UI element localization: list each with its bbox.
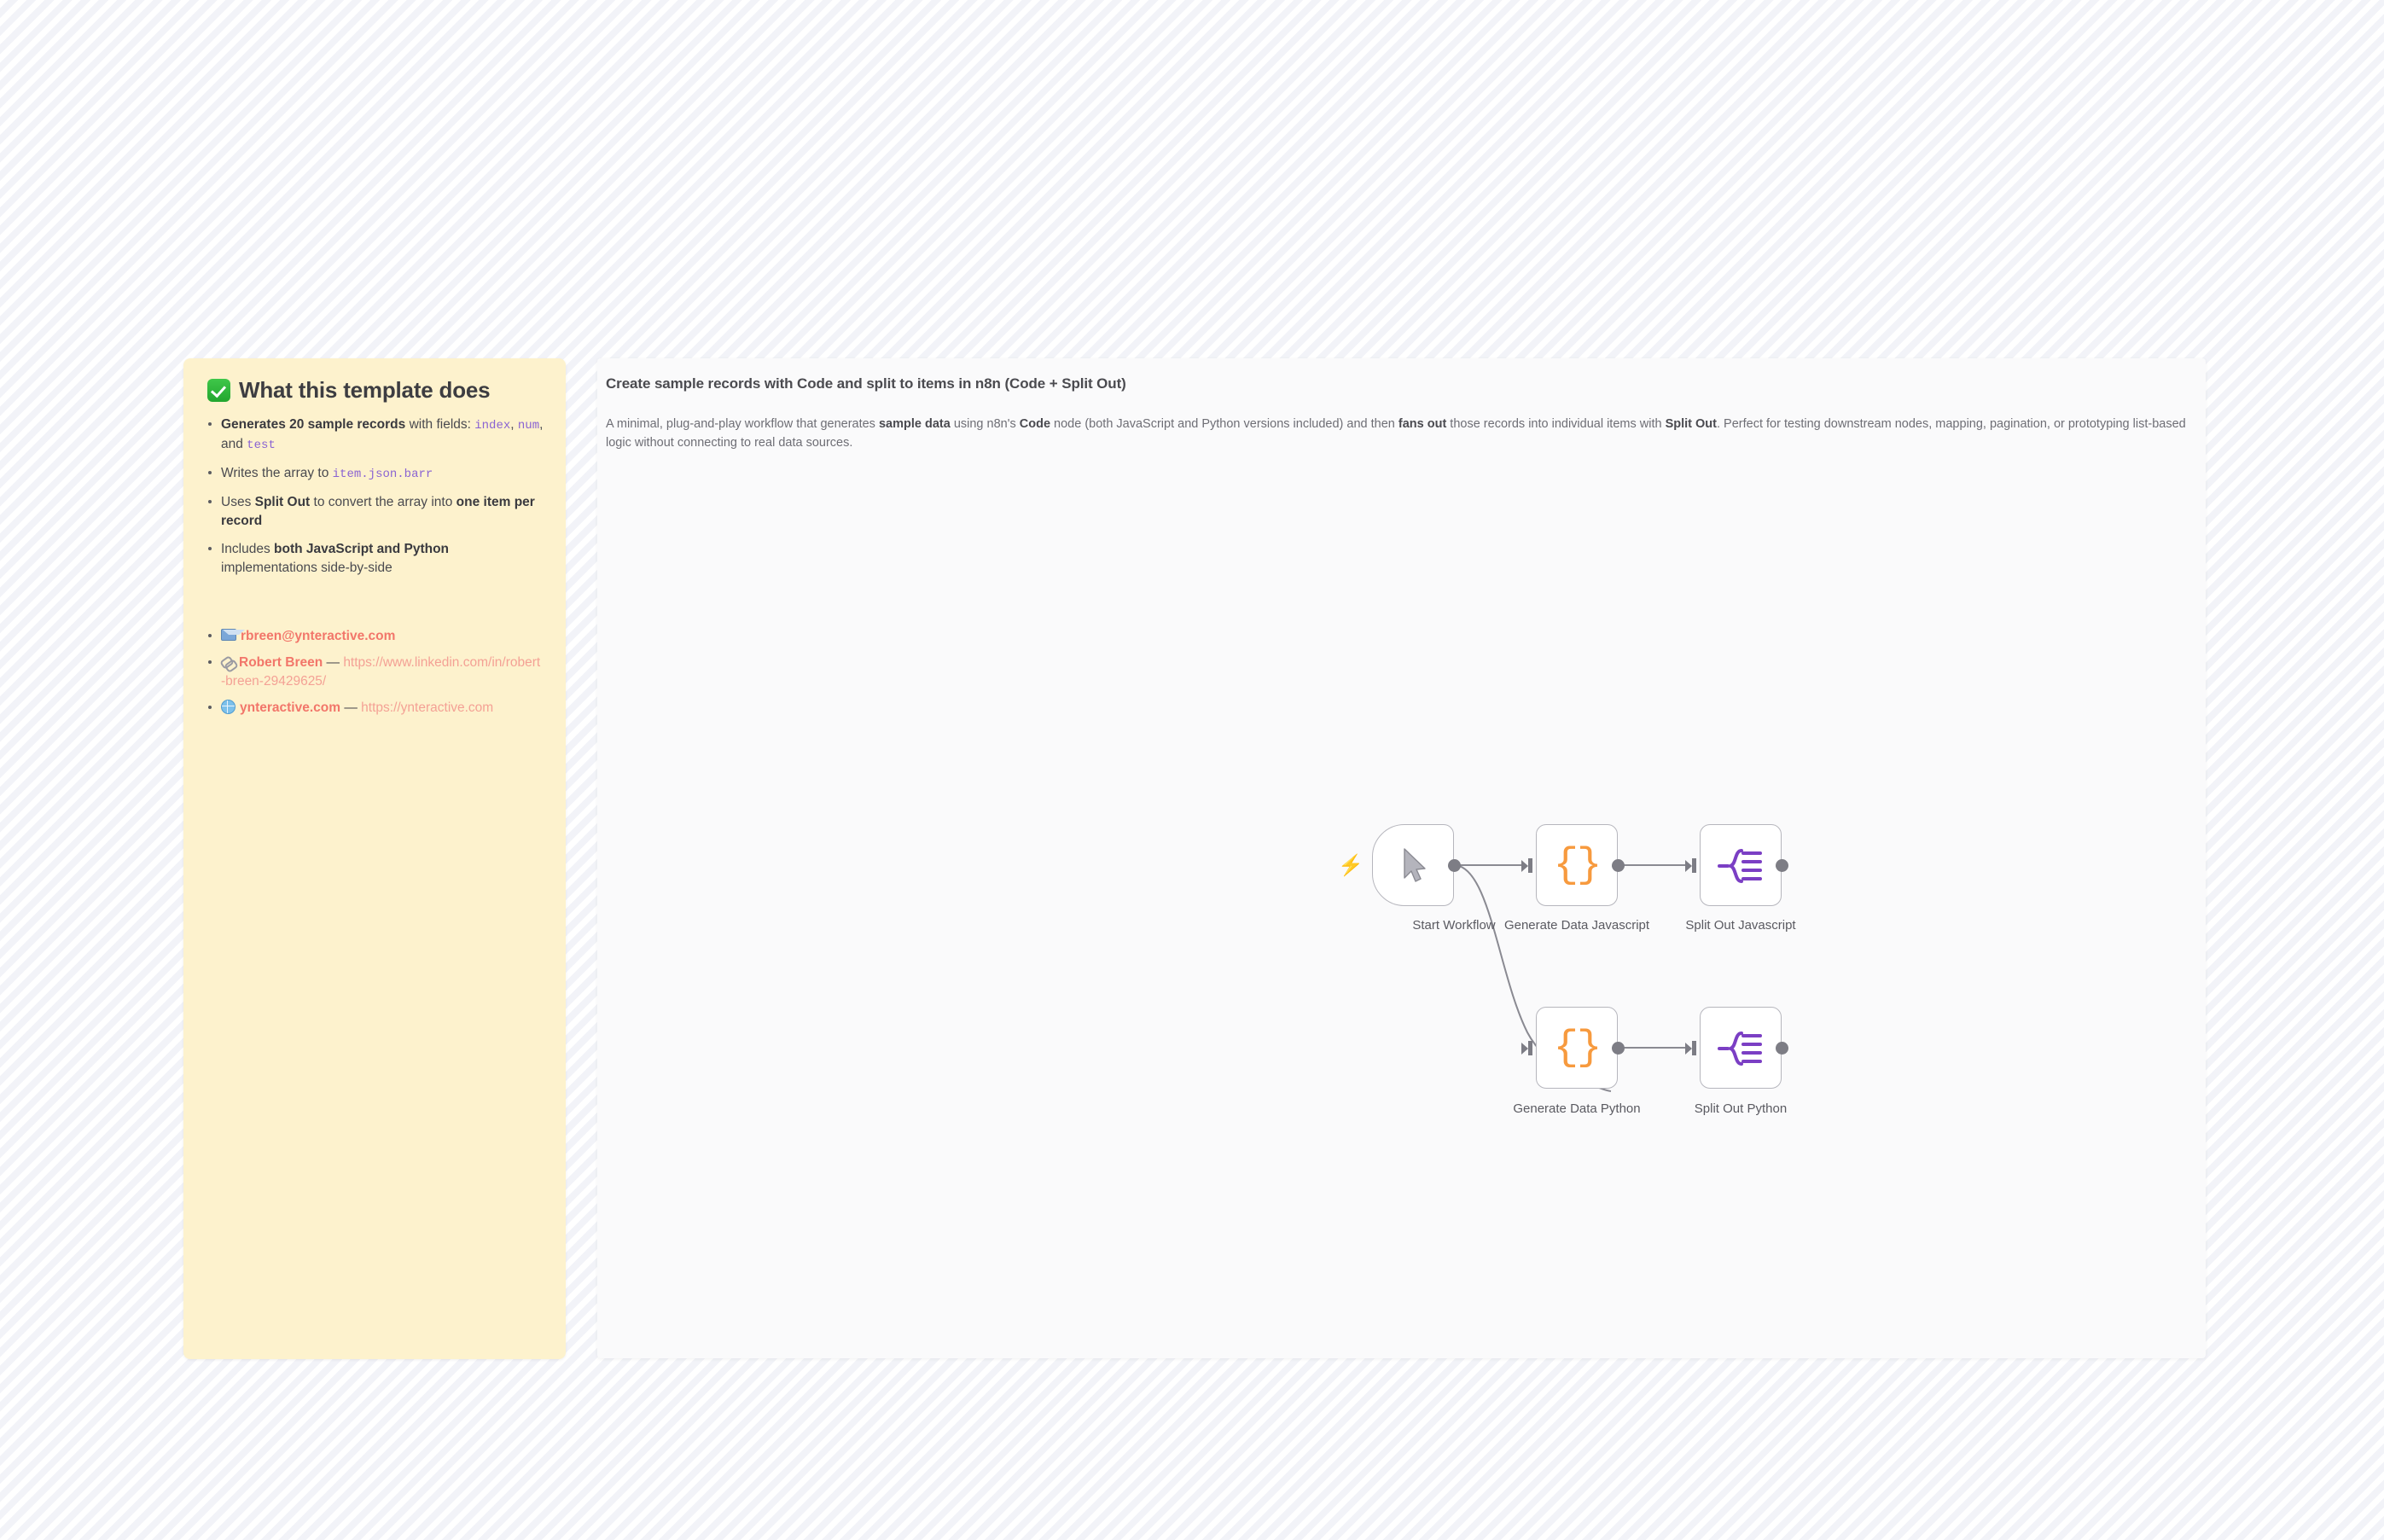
list-item: Generates 20 sample records with fields:… (206, 416, 544, 455)
text-run: those records into individual items with (1446, 417, 1666, 431)
node-label-split-out-javascript: Split Out Javascript (1685, 918, 1796, 933)
contact-link-label[interactable]: ynteractive.com (240, 700, 341, 715)
inline-code: test (247, 438, 276, 452)
text-run: node (both JavaScript and Python version… (1050, 417, 1398, 431)
list-item: Writes the array to item.json.barr (206, 464, 544, 484)
split-out-icon (1718, 847, 1765, 889)
port-in-generate-data-python[interactable] (1521, 1041, 1533, 1055)
node-label-generate-data-javascript: Generate Data Javascript (1503, 918, 1650, 933)
separator: — (340, 700, 362, 715)
text-run: Uses (221, 494, 255, 509)
check-mark-button-icon (207, 379, 230, 402)
port-in-split-out-javascript[interactable] (1685, 858, 1697, 873)
text-run: one item per record (221, 494, 535, 528)
port-in-generate-data-javascript[interactable] (1521, 858, 1533, 873)
port-out-start-workflow[interactable] (1448, 859, 1461, 872)
text-run: , (510, 417, 518, 432)
email-icon (221, 628, 245, 641)
node-generate-data-javascript[interactable]: {} (1536, 824, 1618, 906)
list-item: rbreen@ynteractive.com (206, 627, 544, 646)
text-run: A minimal, plug-and-play workflow that g… (606, 417, 879, 431)
text-run: Generates 20 sample records (221, 417, 406, 432)
code-braces-icon: {} (1553, 1023, 1602, 1072)
list-item: Robert Breen — https://www.linkedin.com/… (206, 654, 544, 691)
link-icon (221, 657, 235, 668)
node-split-out-python[interactable] (1700, 1007, 1782, 1089)
text-run: to convert the array into (310, 494, 456, 509)
text-run: Includes (221, 541, 275, 556)
workflow-description: A minimal, plug-and-play workflow that g… (606, 415, 2195, 452)
node-label-split-out-python: Split Out Python (1694, 1101, 1788, 1116)
node-label-generate-data-python: Generate Data Python (1513, 1101, 1641, 1116)
contact-link-url[interactable]: https://ynteractive.com (361, 700, 494, 715)
node-start-workflow[interactable] (1372, 824, 1454, 906)
port-out-generate-data-python[interactable] (1612, 1042, 1625, 1055)
text-run: , and (221, 417, 544, 451)
port-out-generate-data-javascript[interactable] (1612, 859, 1625, 872)
port-out-split-out-javascript[interactable] (1776, 859, 1788, 872)
text-run: with fields: (405, 417, 475, 432)
contact-link-url[interactable]: https://www.linkedin.com/in/robert-breen… (221, 654, 541, 689)
separator: — (323, 654, 344, 670)
contact-link-label[interactable]: Robert Breen (239, 654, 323, 670)
inline-code: item.json.barr (332, 467, 433, 481)
globe-icon (221, 699, 235, 714)
inline-code: index (474, 419, 511, 433)
text-run: Split Out (1665, 417, 1717, 431)
cursor-pointer-icon (1402, 847, 1427, 887)
text-run: Code (1019, 417, 1051, 431)
list-item: ynteractive.com — https://ynteractive.co… (206, 699, 544, 718)
list-item: Includes both JavaScript and Python impl… (206, 540, 544, 578)
port-in-split-out-python[interactable] (1685, 1041, 1697, 1055)
sticky-note[interactable]: What this template does Generates 20 sam… (183, 358, 566, 1359)
text-run: . Perfect for testing downstream nodes, … (606, 417, 2186, 450)
list-item: Uses Split Out to convert the array into… (206, 493, 544, 531)
port-out-split-out-python[interactable] (1776, 1042, 1788, 1055)
node-label-start-workflow: Start Workflow (1412, 918, 1496, 933)
node-split-out-javascript[interactable] (1700, 824, 1782, 906)
template-description-list: Generates 20 sample records with fields:… (206, 416, 544, 578)
node-generate-data-python[interactable]: {} (1536, 1007, 1618, 1089)
text-run: Writes the array to (221, 465, 333, 480)
text-run: both JavaScript and Python (274, 541, 450, 556)
inline-code: num (517, 419, 540, 433)
code-braces-icon: {} (1553, 840, 1602, 889)
text-run: using n8n's (950, 417, 1020, 431)
text-run: Split Out (254, 494, 311, 509)
text-run: implementations side-by-side (221, 560, 392, 575)
sticky-note-title: What this template does (239, 377, 491, 403)
text-run: fans out (1398, 417, 1447, 431)
split-out-icon (1718, 1030, 1765, 1072)
text-run: sample data (878, 417, 951, 431)
contact-link-label[interactable]: rbreen@ynteractive.com (241, 628, 396, 643)
workflow-title: Create sample records with Code and spli… (606, 375, 1126, 392)
sticky-note-title-row: What this template does (207, 377, 544, 404)
workflow-canvas-panel[interactable]: Create sample records with Code and spli… (597, 358, 2206, 1358)
trigger-bolt-icon: ⚡ (1338, 854, 1364, 877)
